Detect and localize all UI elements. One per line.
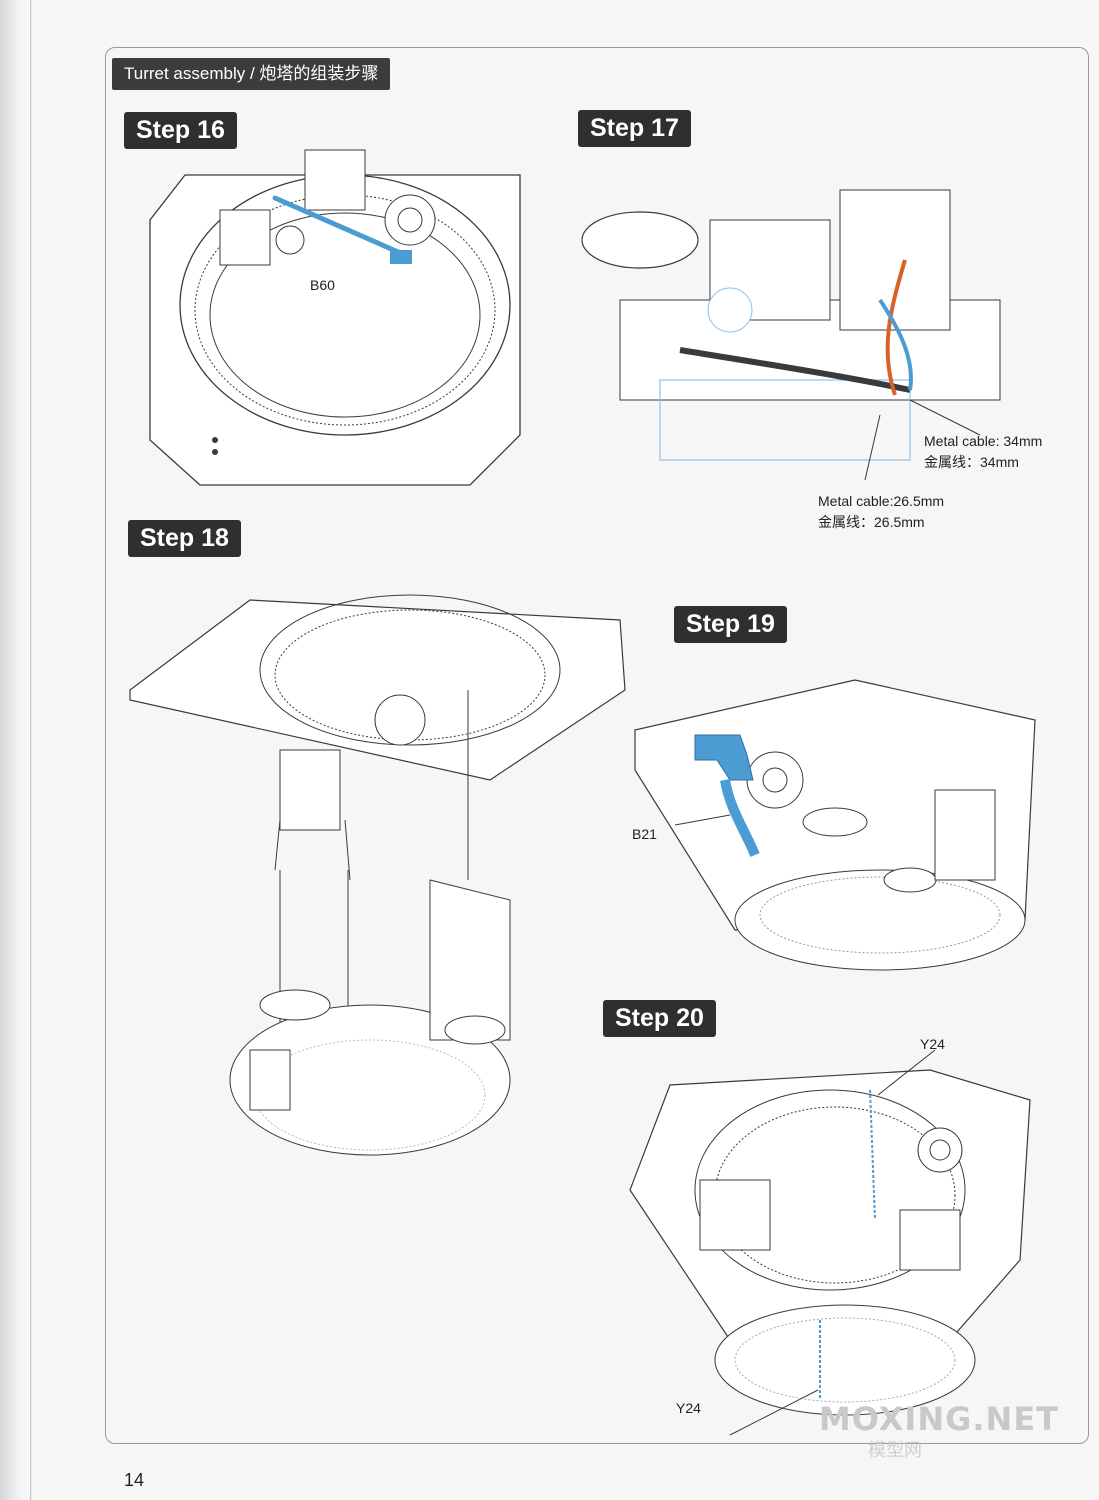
step-17-cable-26-zh: 金属线：26.5mm <box>818 514 925 530</box>
step-18-diagram <box>129 594 626 1156</box>
step-20-callout-y24-bottom: Y24 <box>676 1400 701 1416</box>
step-16-badge: Step 16 <box>124 112 237 149</box>
step-17-cable-34-en: Metal cable: 34mm <box>924 433 1043 449</box>
page-number: 14 <box>124 1470 145 1490</box>
step-19-diagram <box>634 679 1036 971</box>
step-20-badge: Step 20 <box>603 1000 716 1037</box>
step-20-diagram <box>629 1049 1031 1436</box>
step-19-callout-b21: B21 <box>632 826 657 842</box>
page-frame <box>105 47 1089 1444</box>
step-19-badge: Step 19 <box>674 606 787 643</box>
watermark-sub: 模型网 <box>868 1440 922 1460</box>
section-header: Turret assembly / 炮塔的组装步骤 <box>112 58 391 90</box>
step-16-callout-b60: B60 <box>310 277 335 293</box>
step-17-cable-34-zh: 金属线：34mm <box>924 454 1019 470</box>
step-17-badge: Step 17 <box>578 110 691 147</box>
step-18-badge: Step 18 <box>128 520 241 557</box>
step-16-diagram <box>149 149 521 486</box>
page-edge <box>0 0 31 1500</box>
watermark-logo: MOXING.NET <box>818 1400 1059 1438</box>
step-17-cable-26-en: Metal cable:26.5mm <box>818 493 945 509</box>
step-17-diagram <box>581 189 1001 481</box>
step-20-callout-y24-top: Y24 <box>920 1036 945 1052</box>
